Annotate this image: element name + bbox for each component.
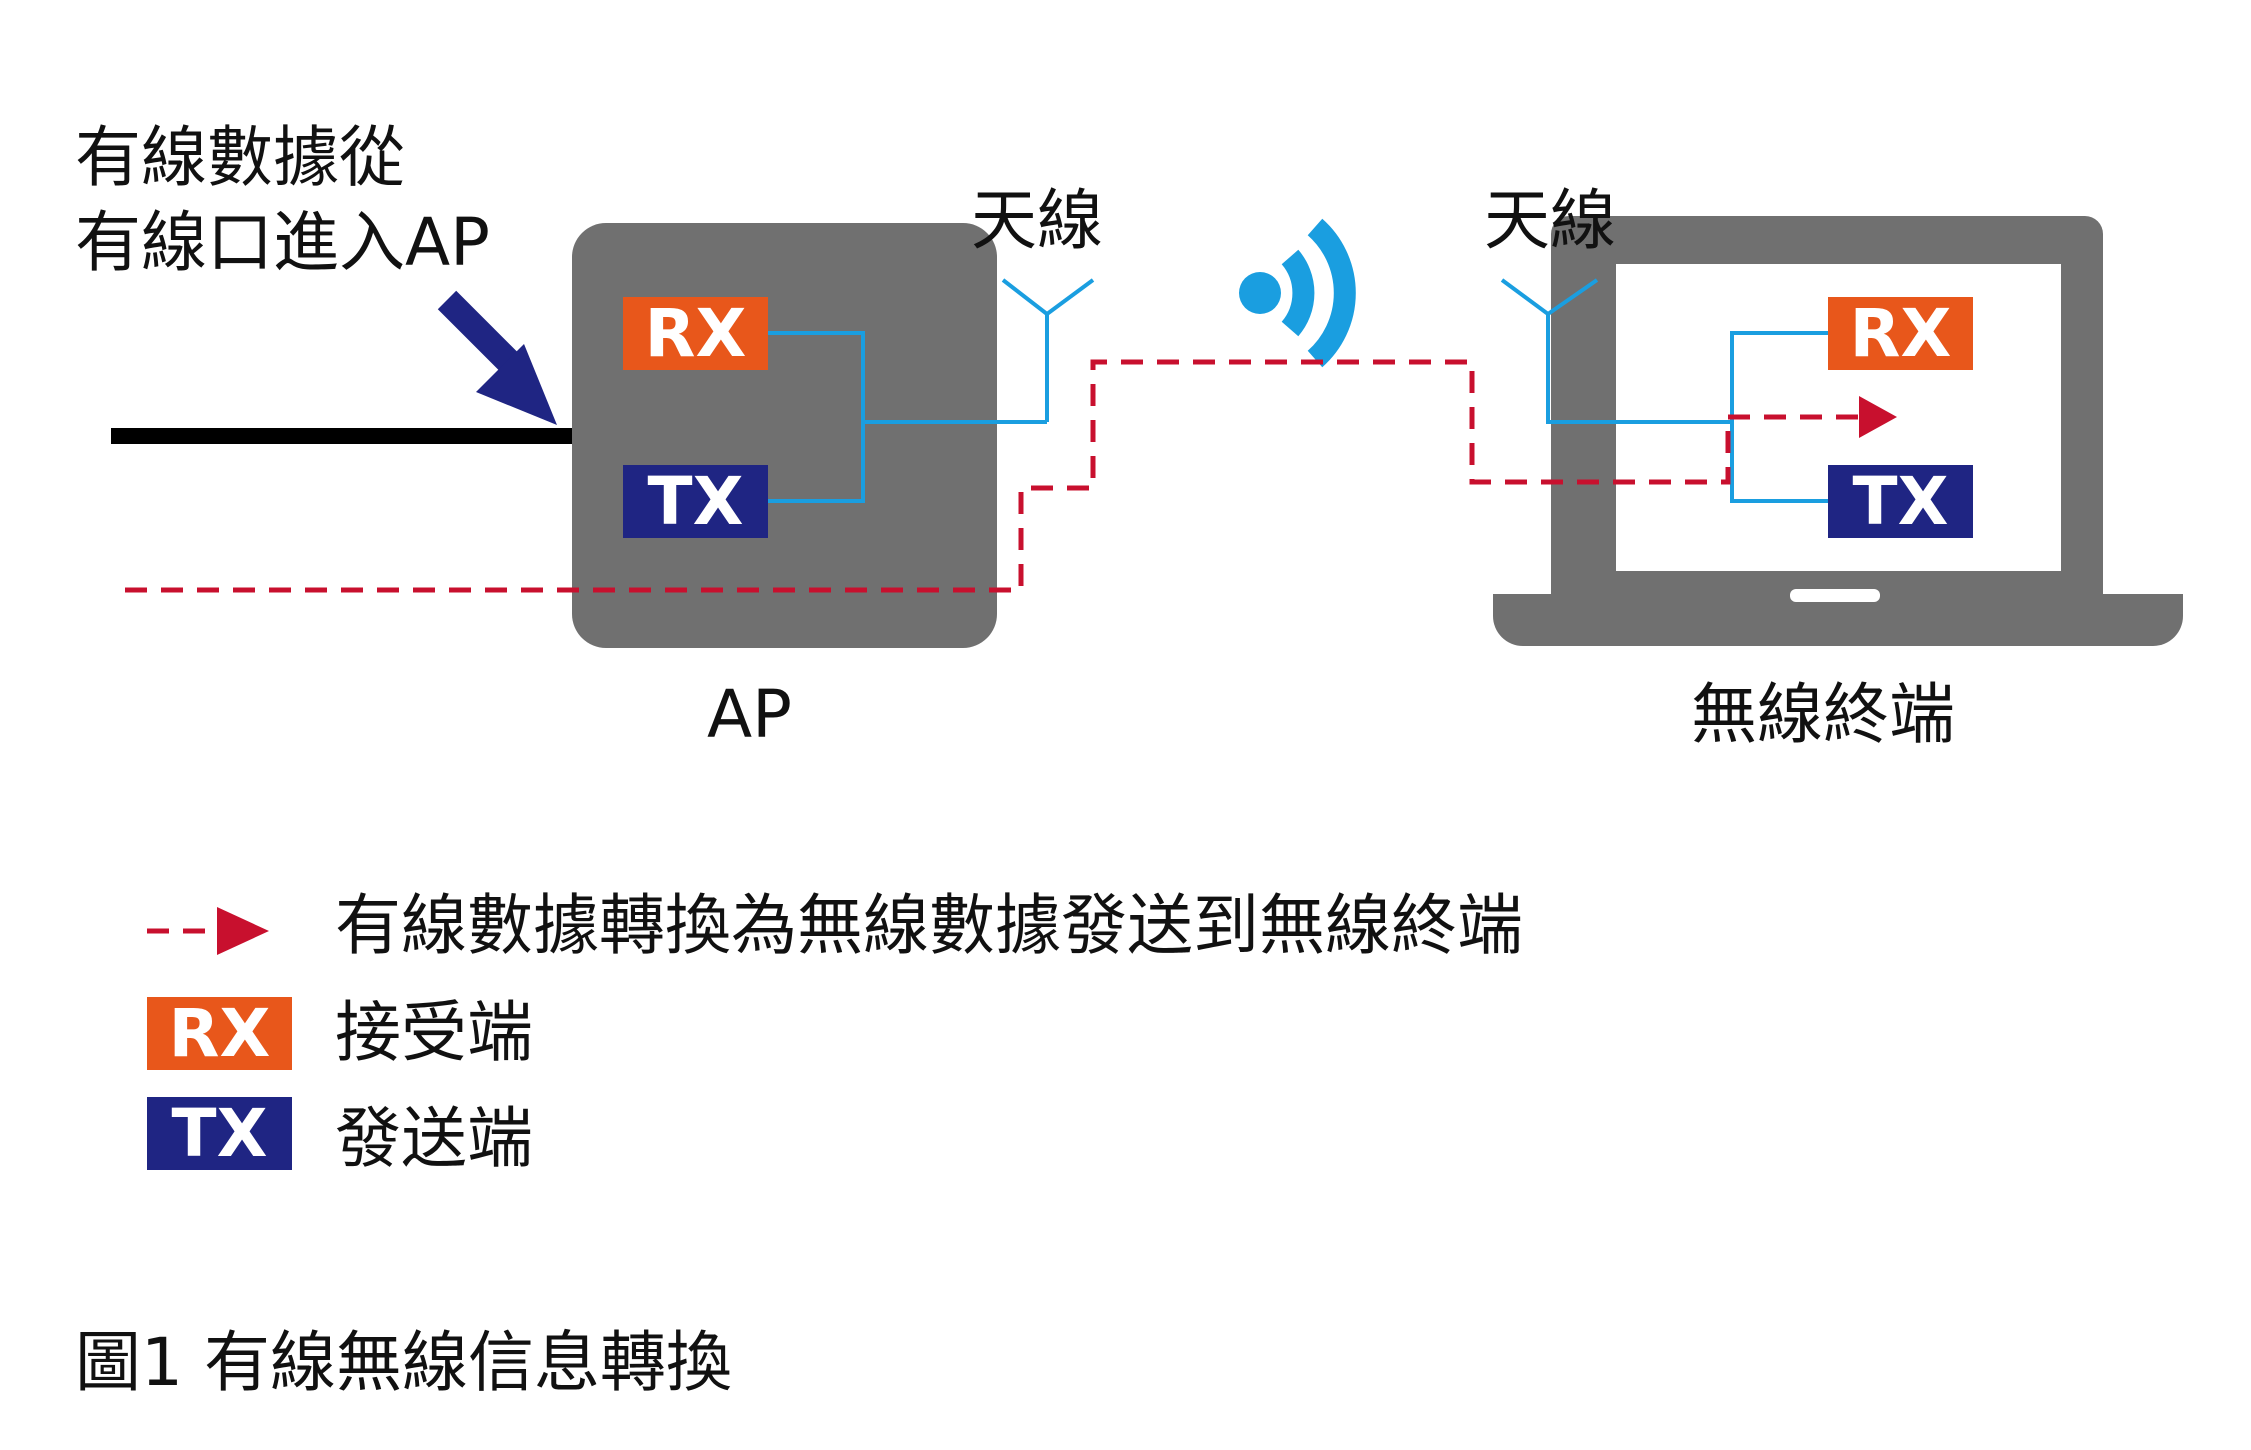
terminal-rx-box: RX [1828, 297, 1973, 370]
data-path-line [125, 359, 1860, 593]
wifi-signal-icon [1239, 218, 1356, 368]
legend-path-icon [147, 907, 269, 955]
legend-rx-box: RX [147, 997, 292, 1070]
ap-antenna-label: 天線 [971, 182, 1103, 259]
terminal-antenna-label: 天線 [1484, 182, 1616, 259]
legend-tx-text: 發送端 [335, 1100, 533, 1177]
wired-note-line2: 有線口進入AP [75, 204, 490, 281]
legend-tx-box: TX [147, 1097, 292, 1170]
figure-caption: 圖1 有線無線信息轉換 [75, 1324, 732, 1401]
legend-path-text: 有線數據轉換為無線數據發送到無線終端 [335, 887, 1523, 964]
wired-note-line1: 有線數據從 [75, 119, 405, 196]
ap-rx-box: RX [623, 297, 768, 370]
data-path-arrowhead [1859, 396, 1897, 438]
terminal-label: 無線終端 [1691, 676, 1955, 753]
ap-device [572, 223, 997, 648]
wired-input-arrow [437, 290, 557, 425]
ap-tx-box: TX [623, 465, 768, 538]
terminal-tx-box: TX [1828, 465, 1973, 538]
legend-rx-text: 接受端 [335, 994, 533, 1071]
ap-wiring [768, 278, 1095, 503]
ap-label: AP [707, 676, 792, 753]
